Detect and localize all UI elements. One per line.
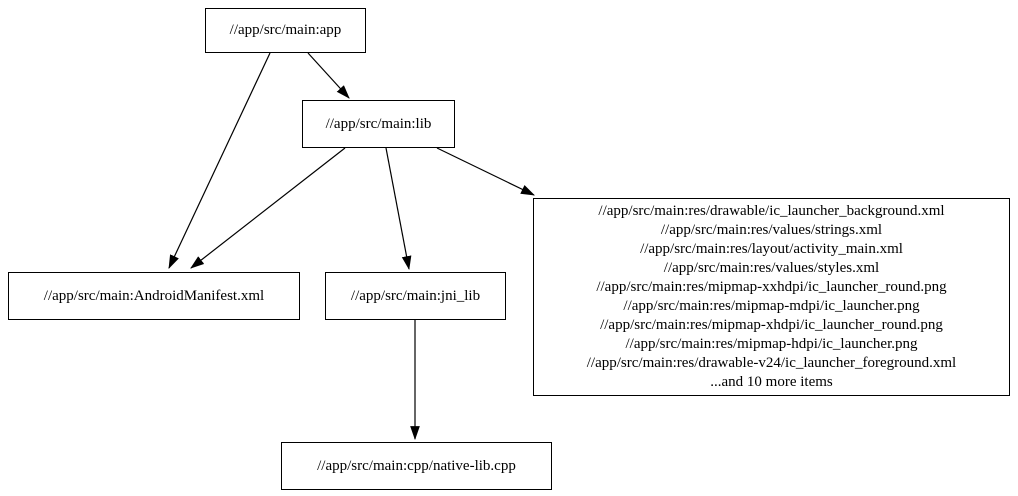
graph-node-android-manifest-label: //app/src/main:AndroidManifest.xml [43,287,265,304]
graph-node-lib: //app/src/main:lib [302,100,455,148]
res-file-line: //app/src/main:res/layout/activity_main.… [640,241,903,257]
graph-node-jni-lib: //app/src/main:jni_lib [325,272,506,320]
res-more-items-line: ...and 10 more items [710,374,833,390]
graph-node-lib-label: //app/src/main:lib [325,115,432,132]
res-file-line: //app/src/main:res/mipmap-hdpi/ic_launch… [625,336,918,352]
graph-node-app: //app/src/main:app [205,8,366,53]
edge-lib-to-res-files [436,147,535,196]
res-file-line: //app/src/main:res/values/strings.xml [660,222,883,238]
graph-node-native-lib-cpp: //app/src/main:cpp/native-lib.cpp [281,442,552,490]
res-file-line: //app/src/main:res/mipmap-xxhdpi/ic_laun… [596,279,947,295]
res-file-line: //app/src/main:res/mipmap-mdpi/ic_launch… [623,298,920,314]
edge-lib-to-android-manifest [190,147,346,269]
edge-app-to-android-manifest [168,52,271,269]
graph-node-app-label: //app/src/main:app [229,22,342,38]
graph-node-jni-lib-label: //app/src/main:jni_lib [350,287,481,304]
graph-node-res-files: //app/src/main:res/drawable/ic_launcher_… [533,198,1010,396]
graph-node-android-manifest: //app/src/main:AndroidManifest.xml [8,272,300,320]
graph-node-native-lib-cpp-label: //app/src/main:cpp/native-lib.cpp [317,457,516,474]
res-file-line: //app/src/main:res/mipmap-xhdpi/ic_launc… [600,317,943,333]
edge-lib-to-jni-lib [385,147,412,271]
res-file-line: //app/src/main:res/drawable-v24/ic_launc… [586,355,957,371]
res-file-line: //app/src/main:res/drawable/ic_launcher_… [598,203,945,219]
edge-app-to-lib [307,52,350,99]
res-file-line: //app/src/main:res/values/styles.xml [663,260,880,276]
